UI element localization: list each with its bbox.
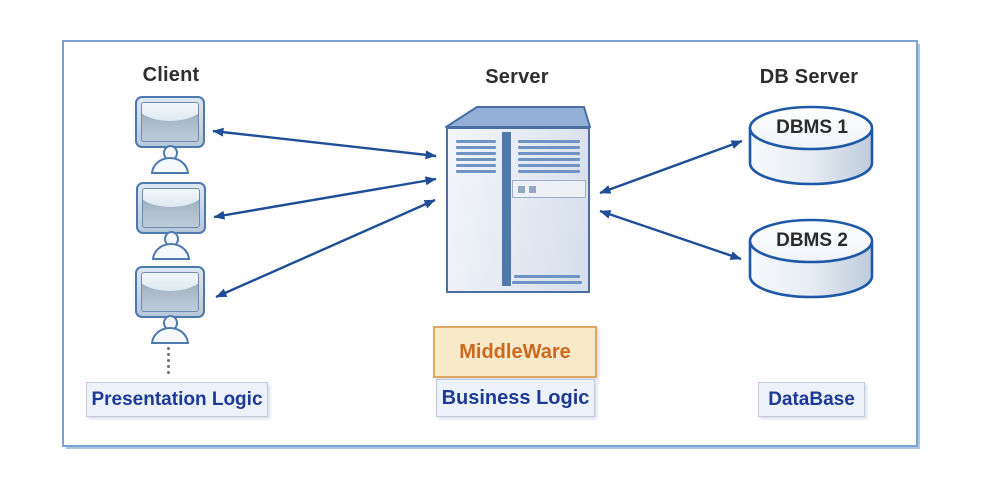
user-icon xyxy=(152,231,190,260)
user-body-icon xyxy=(152,243,190,260)
server-vent-line xyxy=(518,146,580,149)
user-icon xyxy=(151,145,189,174)
more-clients-ellipsis-icon xyxy=(167,347,170,374)
monitor-screen xyxy=(142,188,200,228)
server-vent-line xyxy=(456,158,496,161)
client-workstation-2 xyxy=(136,182,206,260)
server-vent-line xyxy=(518,164,580,167)
server-front-stripe xyxy=(502,132,511,286)
monitor-icon xyxy=(135,266,205,318)
server-vent-line xyxy=(456,164,496,167)
user-body-icon xyxy=(151,157,189,174)
server-column-title: Server xyxy=(485,66,549,88)
server-vent-line xyxy=(456,152,496,155)
server-tower-icon xyxy=(446,127,590,293)
monitor-screen xyxy=(141,102,199,142)
dbms2-label: DBMS 2 xyxy=(776,230,848,251)
client-workstation-1 xyxy=(135,96,205,174)
monitor-icon xyxy=(136,182,206,234)
server-vent-line xyxy=(456,146,496,149)
user-body-icon xyxy=(151,327,189,344)
server-drive-bay xyxy=(512,180,586,198)
server-vent-line xyxy=(518,152,580,155)
client-workstation-3 xyxy=(135,266,205,344)
server-bottom-line xyxy=(512,281,582,284)
server-vent-line xyxy=(456,140,496,143)
drive-bay-button xyxy=(518,186,525,193)
business-logic-box: Business Logic xyxy=(436,379,595,417)
user-icon xyxy=(151,315,189,344)
server-bottom-line xyxy=(514,275,580,278)
database-box: DataBase xyxy=(758,382,865,417)
client-column-title: Client xyxy=(142,64,200,86)
dbms1-label: DBMS 1 xyxy=(776,117,848,138)
monitor-icon xyxy=(135,96,205,148)
presentation-logic-box: Presentation Logic xyxy=(86,382,268,417)
monitor-screen xyxy=(141,272,199,312)
server-vent-line xyxy=(518,170,580,173)
server-vent-line xyxy=(456,170,496,173)
db-server-column-title: DB Server xyxy=(759,66,859,88)
middleware-box: MiddleWare xyxy=(433,326,597,378)
drive-bay-button xyxy=(529,186,536,193)
server-vent-line xyxy=(518,158,580,161)
server-vent-line xyxy=(518,140,580,143)
